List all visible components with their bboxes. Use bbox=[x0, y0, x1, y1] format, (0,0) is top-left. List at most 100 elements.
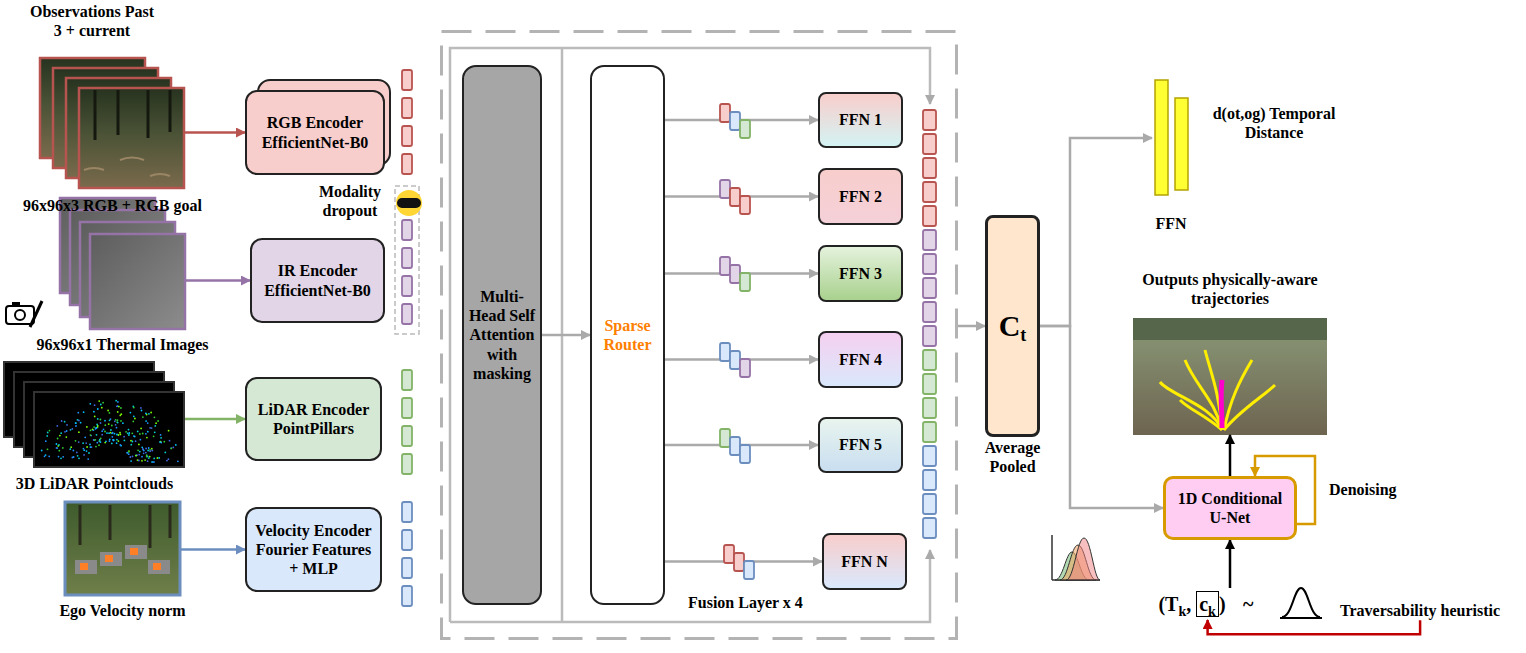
box-text: RGB Encoder EfficientNet-B0 bbox=[253, 113, 377, 151]
image-caption: Ego Velocity norm bbox=[59, 601, 185, 620]
lidar-point bbox=[116, 442, 118, 444]
velocity-image-art bbox=[80, 563, 88, 570]
lidar-point bbox=[128, 432, 130, 434]
token bbox=[402, 276, 412, 296]
lidar-point bbox=[116, 427, 118, 429]
lidar-point bbox=[78, 441, 80, 443]
lidar-point bbox=[135, 455, 137, 457]
lidar-point bbox=[132, 441, 134, 443]
lidar-point bbox=[132, 456, 134, 458]
lidar-point bbox=[128, 450, 130, 452]
lidar-point bbox=[113, 439, 115, 441]
box-text: Multi-Head Self Attention with masking bbox=[467, 287, 537, 383]
lidar-point bbox=[119, 444, 121, 446]
plain-text: Traversability heuristic bbox=[1340, 601, 1500, 620]
lidar-point bbox=[164, 452, 166, 454]
lidar-point bbox=[141, 460, 143, 462]
lidar-point bbox=[145, 420, 147, 422]
lidar-point bbox=[131, 432, 133, 434]
connector bbox=[542, 334, 590, 337]
box-text: IR Encoder EfficientNet-B0 bbox=[258, 261, 377, 299]
camera-wrench-icon bbox=[12, 302, 20, 306]
lidar-point bbox=[96, 442, 98, 444]
token bbox=[402, 154, 412, 174]
lidar-point bbox=[90, 430, 92, 432]
token bbox=[402, 370, 412, 390]
rgb-encoder-box: RGB Encoder EfficientNet-B0 bbox=[245, 90, 385, 175]
lidar-point bbox=[100, 419, 102, 421]
token bbox=[720, 257, 730, 275]
ir-encoder-box: IR Encoder EfficientNet-B0 bbox=[250, 238, 385, 323]
formula-text: ) bbox=[1219, 592, 1226, 616]
lidar-point bbox=[143, 452, 145, 454]
token bbox=[402, 426, 412, 446]
rgb-image-stack-art bbox=[84, 158, 170, 177]
lidar-point bbox=[116, 405, 118, 407]
connector bbox=[1208, 620, 1421, 634]
lidar-point bbox=[137, 431, 139, 433]
lidar-point bbox=[116, 434, 118, 436]
fusion-layer-group: Fusion Layer x 4Multi-Head Self Attentio… bbox=[440, 30, 958, 640]
lidar-point bbox=[114, 433, 116, 435]
lidar-point bbox=[147, 431, 149, 433]
lidar-point bbox=[109, 440, 111, 442]
lidar-point bbox=[106, 432, 108, 434]
lidar-point bbox=[99, 439, 101, 441]
free-label: Observations Past 3 + current bbox=[28, 2, 156, 40]
lidar-point bbox=[83, 454, 85, 456]
boxed-term: ck bbox=[1196, 591, 1219, 617]
rgb-image-stack-art bbox=[40, 58, 184, 188]
velocity-image-art bbox=[125, 545, 147, 559]
lidar-point bbox=[175, 444, 177, 446]
lidar-point bbox=[117, 401, 119, 403]
lidar-point bbox=[100, 404, 102, 406]
lidar-point bbox=[94, 416, 96, 418]
lidar-point bbox=[77, 412, 79, 414]
lidar-point bbox=[170, 448, 172, 450]
lidar-point bbox=[61, 420, 63, 422]
lidar-point bbox=[128, 429, 130, 431]
mask-icon bbox=[396, 190, 422, 216]
lidar-point bbox=[160, 437, 162, 439]
lidar-point bbox=[75, 422, 77, 424]
lidar-point bbox=[58, 456, 60, 458]
thermal-image-stack: 96x96x1 Thermal Images bbox=[60, 198, 185, 329]
lidar-point bbox=[93, 411, 95, 413]
lidar-point bbox=[76, 452, 78, 454]
lidar-point bbox=[115, 400, 117, 402]
lidar-image-stack: 3D LiDAR Pointclouds bbox=[4, 362, 185, 468]
lidar-image-stack-art bbox=[4, 362, 184, 467]
dashed-outline bbox=[442, 32, 957, 639]
lidar-point bbox=[142, 448, 144, 450]
velocity-image-art bbox=[148, 560, 170, 574]
lidar-point bbox=[107, 410, 109, 412]
lidar-point bbox=[147, 450, 149, 452]
noise-distribution-icon bbox=[1066, 538, 1100, 580]
token bbox=[720, 104, 730, 122]
lidar-point bbox=[130, 460, 132, 462]
unet-box: 1D Conditional U-Net bbox=[1163, 476, 1297, 540]
mask-icon bbox=[396, 190, 422, 216]
lidar-point bbox=[98, 400, 100, 402]
lidar-point bbox=[100, 441, 102, 443]
sparse-router-block: Sparse Router bbox=[590, 65, 665, 605]
lidar-point bbox=[145, 448, 147, 450]
lidar-point bbox=[66, 430, 68, 432]
lidar-point bbox=[112, 432, 114, 434]
lidar-point bbox=[89, 403, 91, 405]
lidar-point bbox=[148, 413, 150, 415]
lidar-point bbox=[168, 430, 170, 432]
lidar-point bbox=[100, 422, 102, 424]
subscript-text: k bbox=[1178, 604, 1186, 621]
token bbox=[402, 454, 412, 474]
token bbox=[923, 254, 936, 274]
connector bbox=[1229, 540, 1232, 588]
lidar-point bbox=[101, 434, 103, 436]
token bbox=[923, 326, 936, 346]
expert-ffn-box: FFN 1 bbox=[818, 92, 903, 148]
distance-ffn-bars bbox=[1175, 98, 1188, 190]
image-caption: 96x96x1 Thermal Images bbox=[36, 335, 208, 354]
lidar-point bbox=[90, 446, 92, 448]
token bbox=[730, 351, 740, 369]
